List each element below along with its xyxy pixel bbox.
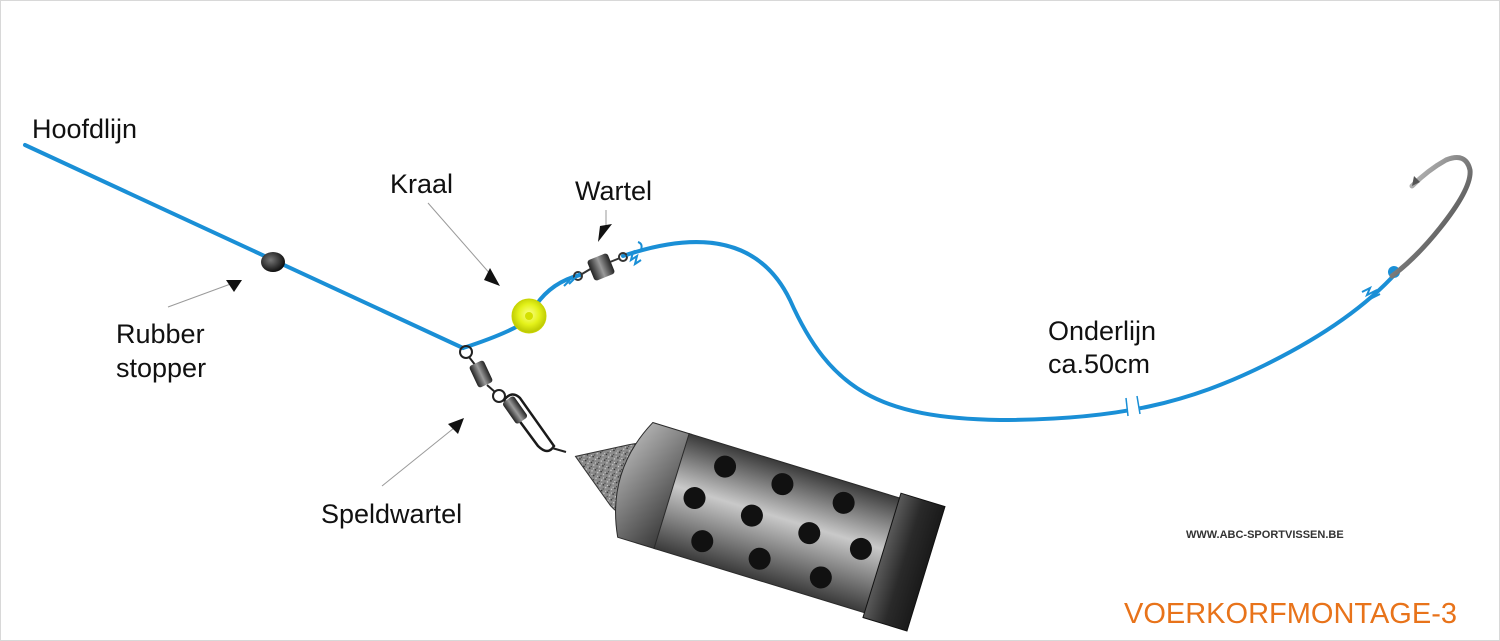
- bead-label: Kraal: [390, 169, 454, 199]
- rubber-stopper-label-line2: stopper: [116, 353, 207, 383]
- pointer-rubber-stopper: [167, 280, 242, 308]
- bead-shape: [511, 298, 547, 334]
- snap-swivel-shape: [459, 345, 567, 453]
- rig-title: VOERKORFMONTAGE-3: [1124, 598, 1457, 630]
- snap-swivel-label: Speldwartel: [321, 499, 463, 529]
- hooklength-line: [621, 240, 1399, 423]
- hook-shape: [1361, 155, 1473, 301]
- line-to-bead: [461, 323, 522, 350]
- pointer-snap-swivel: [381, 418, 464, 487]
- main-line: [23, 143, 465, 350]
- length-break-marker: [1124, 395, 1141, 417]
- feeder-holes: [683, 455, 872, 589]
- swivel-shape: [563, 241, 643, 287]
- pointer-swivel: [598, 210, 612, 242]
- feeder-basket: [574, 421, 946, 632]
- hooklength-label-line1: Onderlijn: [1048, 316, 1157, 346]
- website-credit: WWW.ABC-SPORTVISSEN.BE: [1186, 529, 1344, 541]
- hooklength-label-line2: ca.50cm: [1048, 349, 1151, 379]
- main-line-label: Hoofdlijn: [32, 114, 138, 144]
- feeder-body: [653, 433, 904, 615]
- swivel-label: Wartel: [575, 176, 653, 206]
- pointer-bead: [427, 202, 500, 286]
- rubber-stopper-shape: [261, 252, 285, 272]
- feeder-end-cap: [862, 492, 946, 632]
- rubber-stopper-label-line1: Rubber: [116, 319, 205, 349]
- feeder-lead-head: [615, 421, 692, 550]
